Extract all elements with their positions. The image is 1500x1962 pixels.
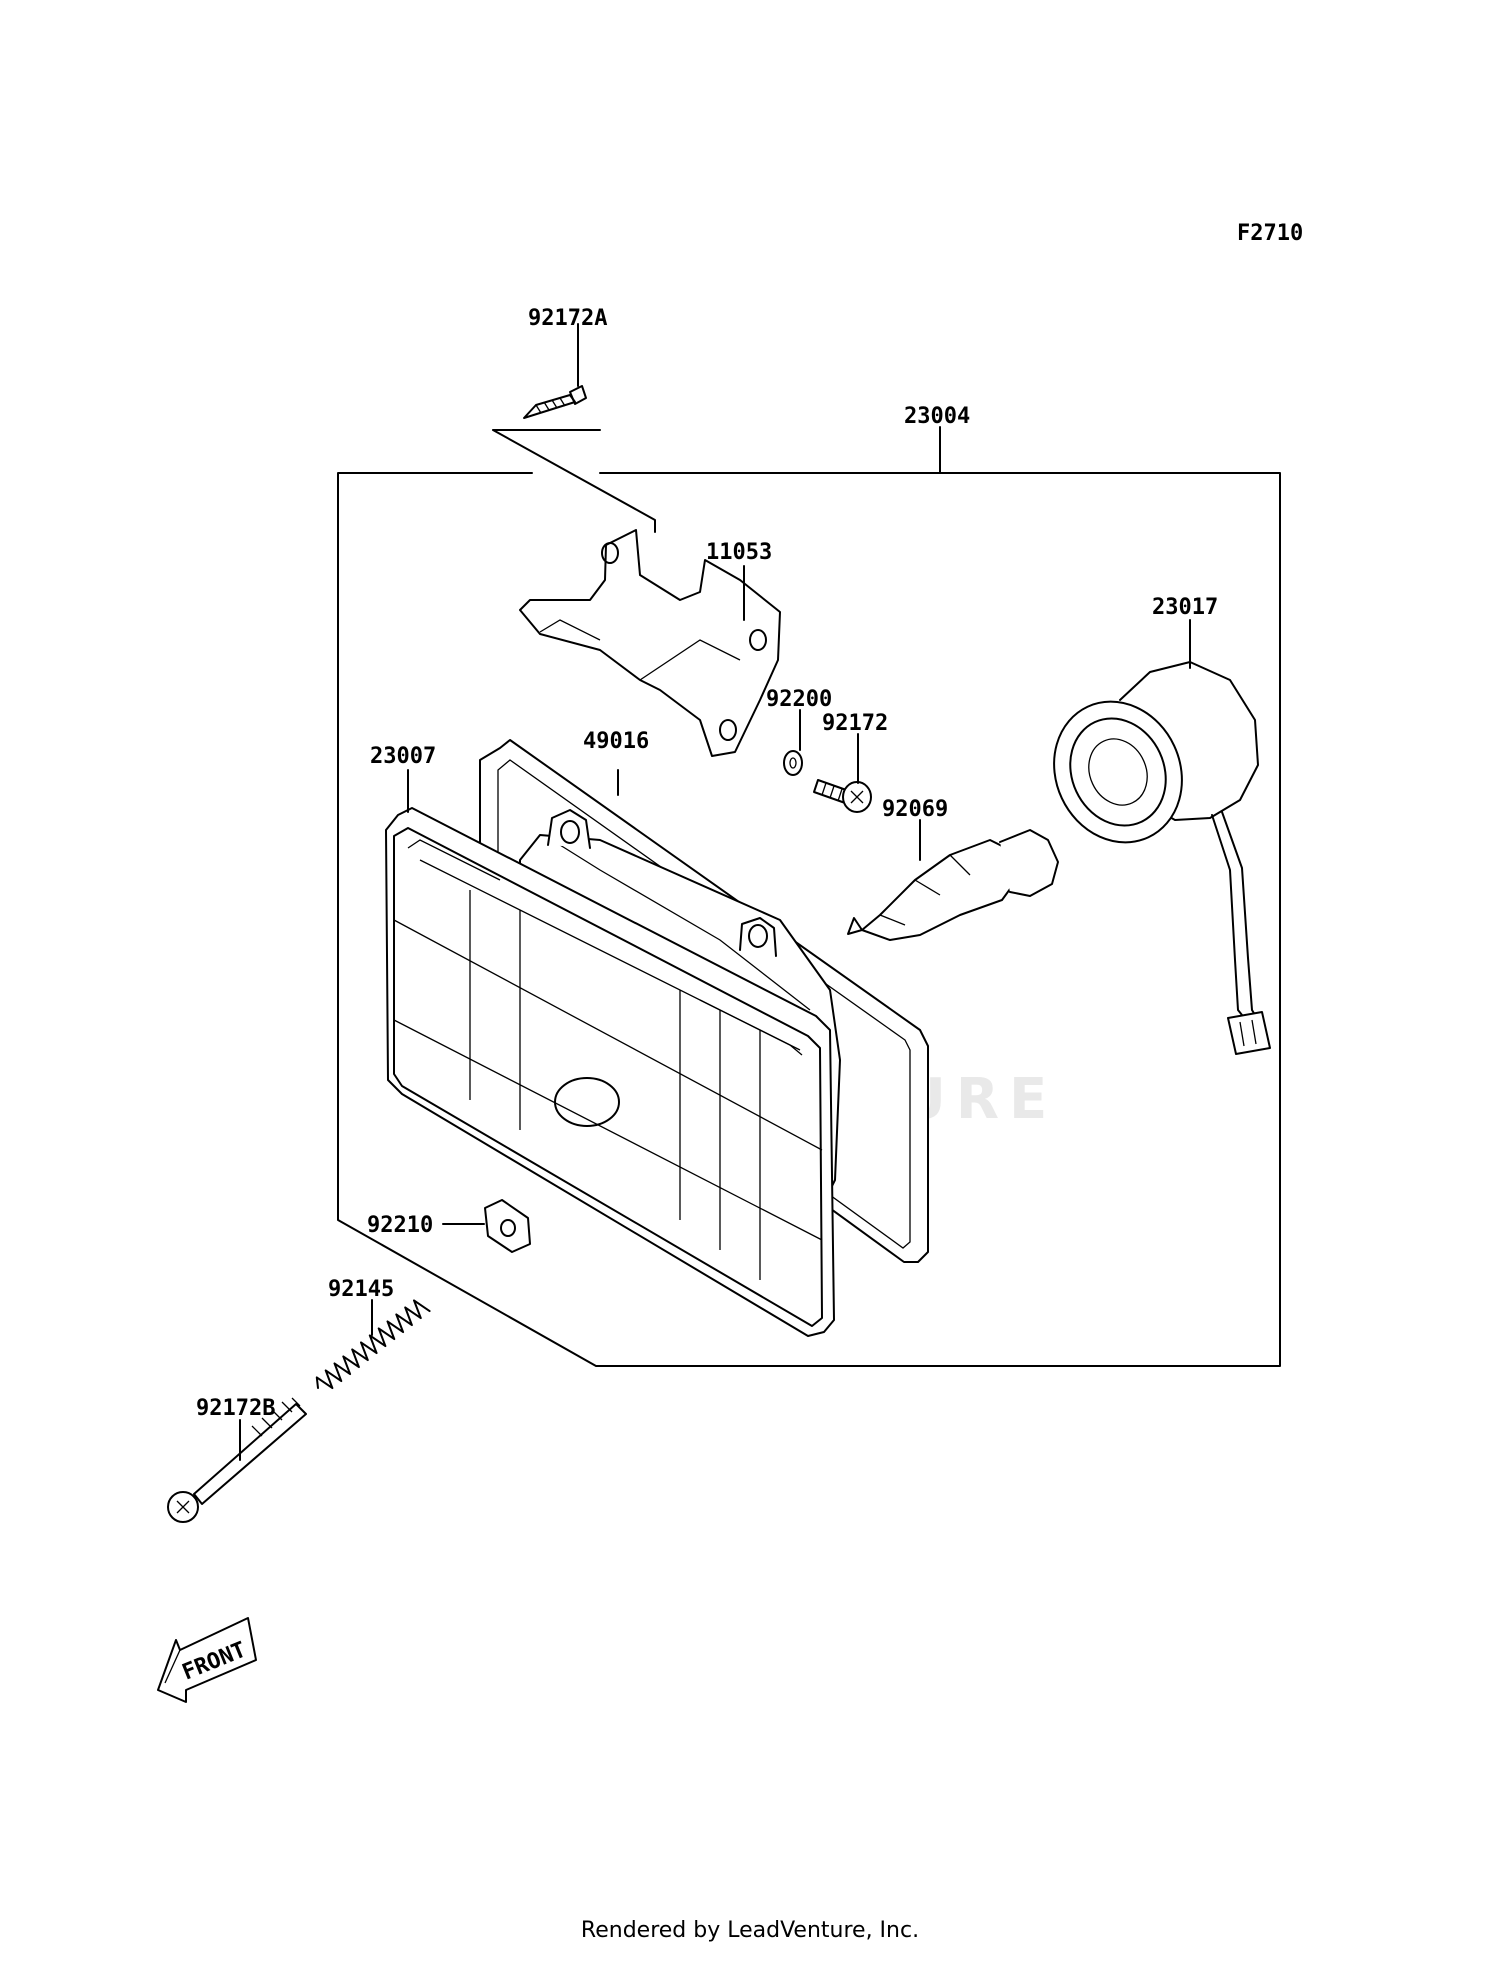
front-arrow: FRONT: [157, 1617, 257, 1703]
label-92145: 92145: [328, 1277, 394, 1302]
socket-23017: [1053, 619, 1271, 1055]
clip-92210: [442, 1199, 531, 1253]
label-11053: 11053: [706, 540, 772, 565]
label-23017: 23017: [1152, 595, 1218, 620]
label-23007: 23007: [370, 744, 436, 769]
label-92069: 92069: [882, 797, 948, 822]
spring-92145: [315, 1299, 431, 1390]
label-92210: 92210: [367, 1213, 433, 1238]
label-92172b: 92172B: [196, 1396, 275, 1421]
screw-92172b: [167, 1397, 307, 1523]
bracket-11053: [519, 529, 781, 757]
headlight-23007: [385, 769, 841, 1337]
label-23004: 23004: [904, 404, 970, 429]
label-92200: 92200: [766, 687, 832, 712]
bulb-92069: [847, 819, 1059, 941]
label-49016: 49016: [583, 729, 649, 754]
label-92172: 92172: [822, 711, 888, 736]
assembly-frame: [337, 426, 1281, 1367]
screw-92172a: [492, 323, 656, 533]
label-92172a: 92172A: [528, 306, 607, 331]
screw-92172: [813, 733, 872, 813]
diagram-code: F2710: [1237, 221, 1303, 246]
washer-92200: [783, 709, 803, 776]
footer-credit: Rendered by LeadVenture, Inc.: [580, 1918, 920, 1943]
